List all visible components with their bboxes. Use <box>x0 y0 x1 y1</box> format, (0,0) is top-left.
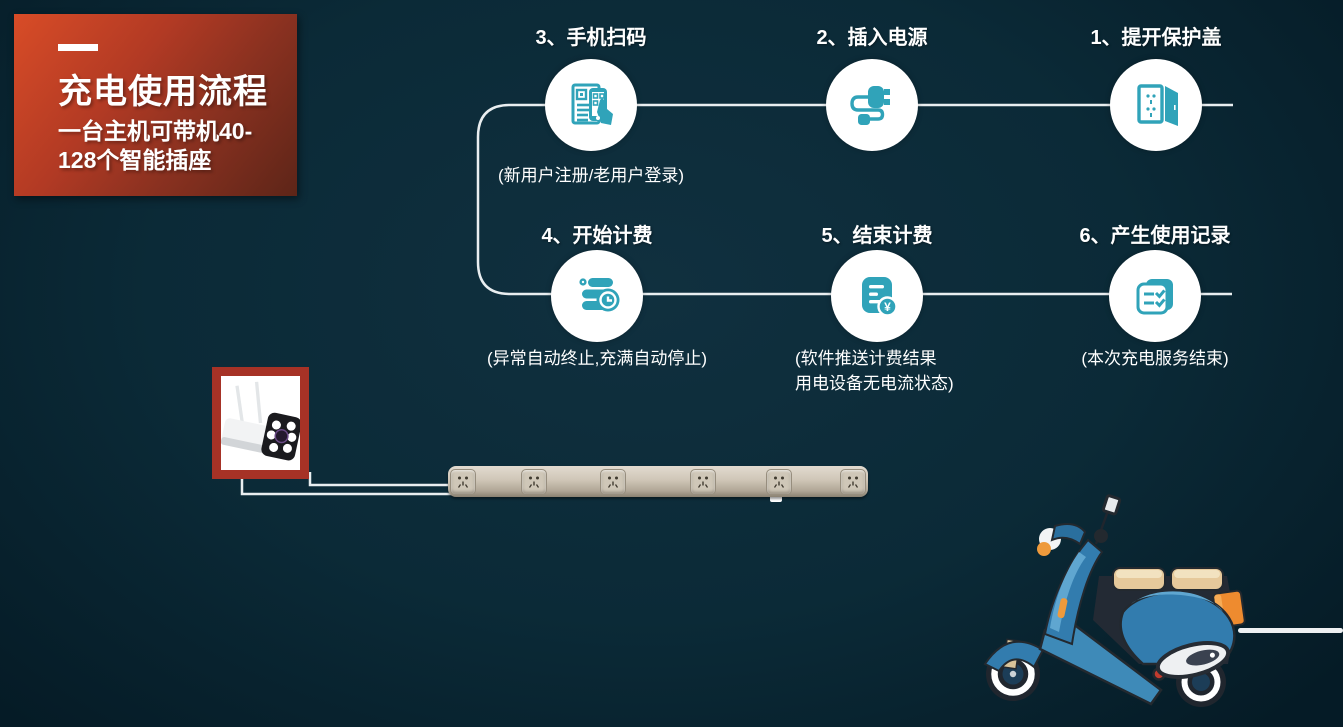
camera-strip-cable-low <box>240 472 458 496</box>
step-6-title: 6、产生使用记录 <box>1079 225 1231 247</box>
svg-text:¥: ¥ <box>884 300 891 314</box>
step-1-title: 1、提开保护盖 <box>1090 27 1222 49</box>
step-4-caption: (异常自动终止,充满自动停止) <box>486 349 708 368</box>
usage-record-icon <box>1136 279 1173 315</box>
flow-path <box>476 103 1233 296</box>
title-banner: 充电使用流程 一台主机可带机40- 128个智能插座 <box>14 14 297 196</box>
socket-5 <box>766 469 792 495</box>
step-3-caption: (新用户注册/老用户登录) <box>497 166 685 185</box>
mirror <box>1101 494 1122 516</box>
billing-end-icon: ¥ <box>862 277 898 317</box>
step-5-title: 5、结束计费 <box>821 225 933 247</box>
step-5-circle: ¥ <box>831 250 923 342</box>
protective-cover-icon <box>1137 84 1178 126</box>
socket-4 <box>690 469 716 495</box>
step-3: 3、手机扫码 (新用户注册/老用户登录) <box>441 24 741 188</box>
step-2: 2、插入电源 <box>722 24 1022 151</box>
socket-2 <box>521 469 547 495</box>
step-6-circle <box>1109 250 1201 342</box>
step-5-caption-line2: 用电设备无电流状态) <box>795 374 954 393</box>
camera-strip-cable-high <box>308 472 458 487</box>
step-2-title: 2、插入电源 <box>816 27 928 49</box>
banner-subtitle-line1: 一台主机可带机40- <box>58 118 253 144</box>
step-5: 5、结束计费 ¥ (软件推送计费结果 用电设备无电流状态) <box>727 222 1027 396</box>
banner-subtitle: 一台主机可带机40- 128个智能插座 <box>58 117 288 175</box>
phone-scan-icon <box>571 83 613 125</box>
step-6-caption: (本次充电服务结束) <box>1081 349 1229 368</box>
page-title: 充电使用流程 <box>58 73 268 111</box>
step-4-title: 4、开始计费 <box>541 225 653 247</box>
step-3-circle <box>545 59 637 151</box>
cowl-highlight <box>1131 591 1223 612</box>
banner-dash <box>58 44 98 51</box>
muffler <box>1155 641 1231 679</box>
handle-grip <box>1094 529 1108 543</box>
step-4-circle <box>551 250 643 342</box>
front-fender <box>983 640 1045 673</box>
step-1-circle <box>1110 59 1202 151</box>
seat-front <box>1112 567 1166 591</box>
step-5-caption-line1: (软件推送计费结果 <box>795 349 937 368</box>
step-3-title: 3、手机扫码 <box>535 27 647 49</box>
billing-start-icon <box>579 278 620 312</box>
headset <box>1050 523 1087 546</box>
column-badge <box>1057 598 1068 619</box>
step-1: 1、提开保护盖 <box>1006 24 1306 151</box>
socket-3 <box>600 469 626 495</box>
power-plug-icon <box>850 86 890 125</box>
step-4: 4、开始计费 (异常自动终止,充满自动停止) <box>447 222 747 371</box>
strip-connector-nub <box>770 492 782 502</box>
wifi-camera-icon <box>220 381 302 461</box>
seat-rear <box>1170 567 1224 591</box>
banner-subtitle-line2: 128个智能插座 <box>58 147 212 173</box>
electric-scooter <box>983 494 1246 707</box>
smart-power-strip <box>448 466 868 497</box>
step-6: 6、产生使用记录 (本次充电服务结束) <box>1005 222 1305 371</box>
step-2-circle <box>826 59 918 151</box>
camera-host-box <box>212 367 309 479</box>
scooter-charging-cable <box>1238 628 1343 633</box>
step-5-caption: (软件推送计费结果 用电设备无电流状态) <box>727 346 1027 396</box>
front-blinker <box>1037 542 1051 556</box>
socket-1 <box>450 469 476 495</box>
socket-6 <box>840 469 866 495</box>
